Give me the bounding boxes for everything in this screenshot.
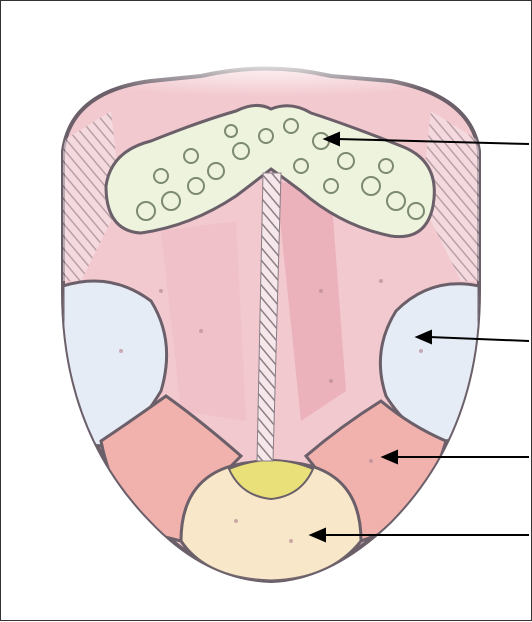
top-fade bbox=[61, 61, 481, 121]
